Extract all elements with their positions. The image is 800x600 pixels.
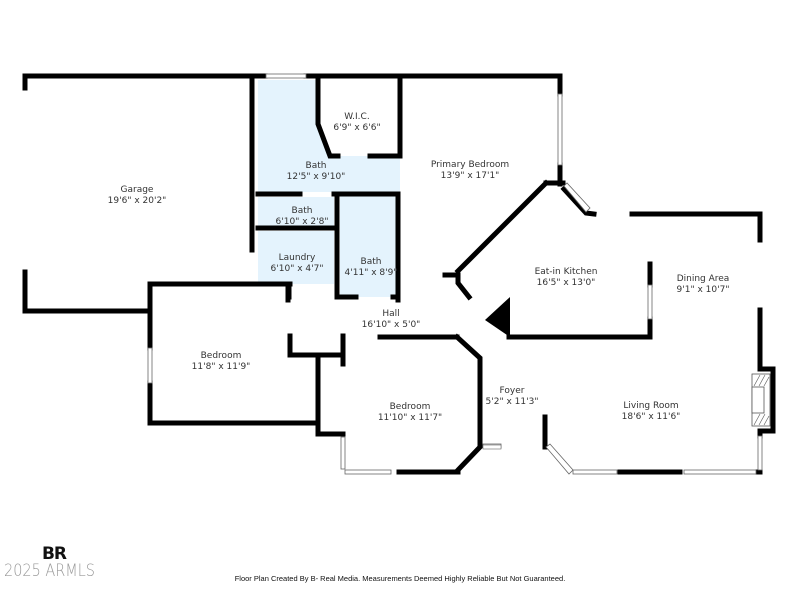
window <box>683 469 757 475</box>
walls <box>22 73 776 475</box>
room-label-hall: Hall 16'10" x 5'0" <box>361 309 421 330</box>
room-label-garage: Garage 19'6" x 20'2" <box>107 185 167 206</box>
room-label-half-bath: Bath 6'10" x 2'8" <box>275 206 329 227</box>
laundry-fill <box>258 231 334 284</box>
room-label-kitchen: Eat-in Kitchen 16'5" x 13'0" <box>534 267 598 288</box>
room-label-dining: Dining Area 9'1" x 10'7" <box>676 274 730 295</box>
room-label-bath-3: Bath 4'11" x 8'9" <box>344 257 398 278</box>
copyright-watermark: 2025 ARMLS <box>4 561 95 581</box>
room-label-laundry: Laundry 6'10" x 4'7" <box>270 253 324 274</box>
room-label-primary-bath: Bath 12'5" x 9'10" <box>286 161 346 182</box>
kitchen-counter <box>485 297 510 337</box>
room-label-wic: W.I.C. 6'9" x 6'6" <box>333 112 381 133</box>
room-label-living: Living Room 18'6" x 11'6" <box>621 401 681 422</box>
bath-3-fill <box>340 196 397 297</box>
wet-room-fills <box>258 80 400 297</box>
window <box>563 182 591 213</box>
windows <box>147 73 763 475</box>
window <box>572 469 618 475</box>
room-label-foyer: Foyer 5'2" x 11'3" <box>485 386 539 407</box>
disclaimer: Floor Plan Created By B- Real Media. Mea… <box>234 574 566 583</box>
logo-mark: BR <box>41 544 67 564</box>
room-label-bedroom-2: Bedroom 11'8" x 11'9" <box>191 351 251 372</box>
window <box>545 443 574 475</box>
window <box>147 347 153 384</box>
window <box>344 469 392 475</box>
room-label-bedroom-3: Bedroom 11'10" x 11'7" <box>377 402 443 423</box>
brand-logo: BR 2025 ARMLS <box>4 544 104 581</box>
window <box>557 93 563 166</box>
entry-door <box>482 444 502 450</box>
window <box>265 73 307 79</box>
half-bath-fill <box>258 197 334 226</box>
window <box>647 284 653 320</box>
window <box>757 435 763 471</box>
window <box>340 436 346 470</box>
room-label-primary-bedroom: Primary Bedroom 13'9" x 17'1" <box>430 160 510 181</box>
primary-bath-fill <box>258 80 400 192</box>
fireplace <box>751 373 771 427</box>
